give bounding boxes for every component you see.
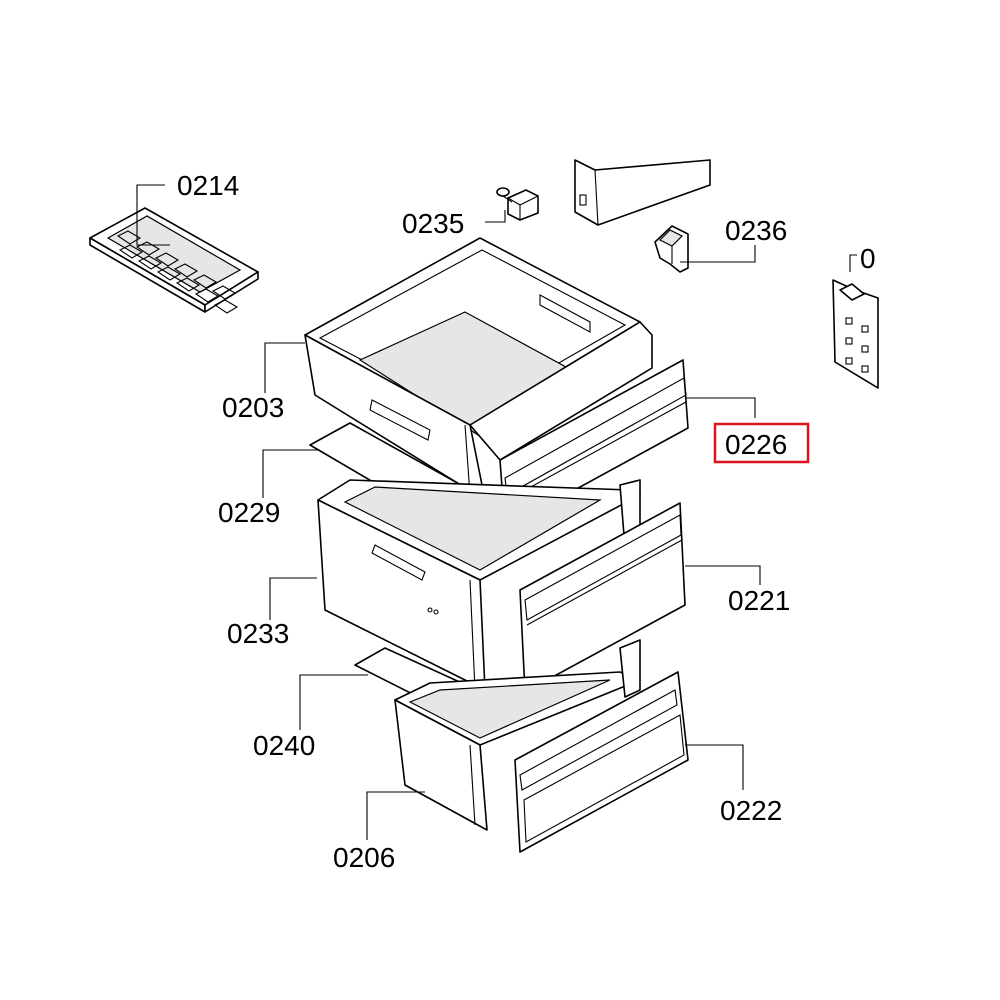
label-middle-front: 0221 [728,585,790,616]
ice-cell [175,277,201,292]
side-panel-drawing [832,279,879,389]
panel-hole [861,325,869,333]
middle-drawer-drawing [317,479,641,691]
ice-cell [211,285,237,300]
ice-cell [213,299,239,314]
label-ice-tray: 0214 [177,170,239,201]
bracket-drawing [654,225,689,273]
label-clip: 0235 [402,208,464,239]
label-bottom-drawer: 0206 [333,842,395,873]
ice-cell [194,288,220,303]
panel-hole [845,317,853,325]
panel-hole [845,357,853,365]
highlight-box [713,422,810,464]
label-cold-pack: 0229 [218,497,280,528]
label-upper-front: 0226 [725,429,787,460]
bottom-drawer-drawing [394,639,641,831]
ice-cell [135,241,161,256]
label-middle-drawer: 0233 [227,618,289,649]
ice-cell [156,266,182,281]
bottom-front-drawing [514,671,689,853]
cabinet-fragment [574,159,711,226]
label-bottom-mat: 0240 [253,730,315,761]
panel-hole [845,337,853,345]
part-labels: 0214 0235 0236 0203 0226 0229 0221 0233 … [177,170,876,873]
ice-cell [118,244,144,259]
ice-cell [154,252,180,267]
panel-hole [861,345,869,353]
middle-front-drawing [519,502,686,693]
label-cut-off: 0 [860,243,876,274]
panel-hole [861,365,869,373]
label-bracket: 0236 [725,215,787,246]
ice-tray-drawing [89,207,259,314]
ice-cell [137,255,163,270]
ice-cell [116,230,142,245]
label-bottom-front: 0222 [720,795,782,826]
ice-cell [192,274,218,289]
ice-cell [173,263,199,278]
upper-drawer-drawing [304,237,653,501]
clip-drawing [496,187,539,221]
leader-lines [136,184,857,840]
label-upper-drawer: 0203 [222,392,284,423]
